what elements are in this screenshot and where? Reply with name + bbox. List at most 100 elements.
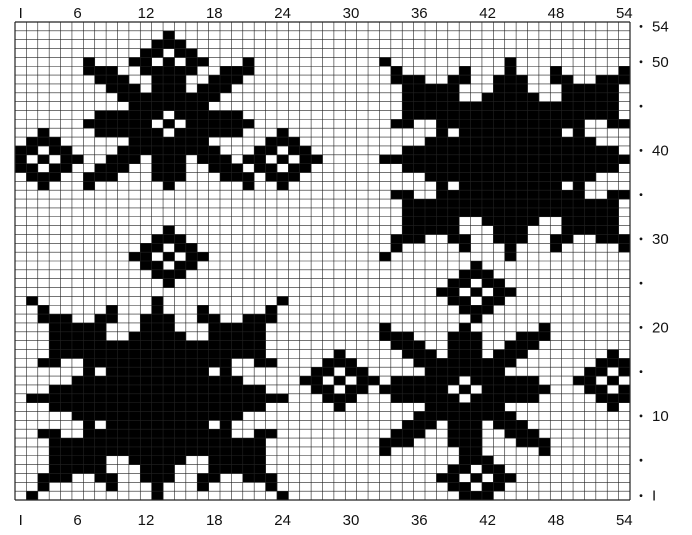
filled-stitch: [231, 403, 243, 412]
filled-stitch: [539, 199, 551, 208]
filled-stitch: [493, 234, 505, 243]
filled-stitch: [516, 119, 528, 128]
filled-stitch: [152, 473, 164, 482]
filled-stitch: [391, 155, 403, 164]
filled-stitch: [448, 199, 460, 208]
filled-stitch: [436, 93, 448, 102]
filled-stitch: [414, 217, 426, 226]
filled-stitch: [163, 119, 175, 128]
filled-stitch: [197, 341, 209, 350]
filled-stitch: [38, 394, 50, 403]
filled-stitch: [174, 49, 186, 58]
filled-stitch: [471, 270, 483, 279]
filled-stitch: [596, 367, 608, 376]
filled-stitch: [174, 376, 186, 385]
filled-stitch: [414, 146, 426, 155]
filled-stitch: [118, 164, 130, 173]
filled-stitch: [505, 376, 517, 385]
filled-stitch: [425, 358, 437, 367]
filled-stitch: [209, 164, 221, 173]
filled-stitch: [505, 199, 517, 208]
filled-stitch: [106, 367, 118, 376]
filled-stitch: [49, 403, 61, 412]
filled-stitch: [61, 323, 73, 332]
filled-stitch: [573, 102, 585, 111]
filled-stitch: [266, 429, 278, 438]
filled-stitch: [140, 146, 152, 155]
filled-stitch: [15, 164, 27, 173]
filled-stitch: [220, 75, 232, 84]
filled-stitch: [505, 57, 517, 66]
filled-stitch: [493, 296, 505, 305]
filled-stitch: [106, 128, 118, 137]
filled-stitch: [562, 217, 574, 226]
filled-stitch: [539, 119, 551, 128]
filled-stitch: [619, 190, 631, 199]
filled-stitch: [174, 429, 186, 438]
filled-stitch: [619, 385, 631, 394]
filled-stitch: [152, 155, 164, 164]
filled-stitch: [323, 394, 335, 403]
filled-stitch: [243, 341, 255, 350]
filled-stitch: [220, 155, 232, 164]
filled-stitch: [516, 332, 528, 341]
filled-stitch: [174, 40, 186, 49]
filled-stitch: [118, 128, 130, 137]
filled-stitch: [95, 119, 107, 128]
filled-stitch: [49, 385, 61, 394]
filled-stitch: [140, 465, 152, 474]
filled-stitch: [414, 358, 426, 367]
filled-stitch: [505, 252, 517, 261]
filled-stitch: [448, 411, 460, 420]
filled-stitch: [414, 84, 426, 93]
filled-stitch: [459, 208, 471, 217]
filled-stitch: [562, 119, 574, 128]
filled-stitch: [596, 217, 608, 226]
filled-stitch: [584, 199, 596, 208]
filled-stitch: [379, 57, 391, 66]
filled-stitch: [550, 172, 562, 181]
filled-stitch: [448, 137, 460, 146]
filled-stitch: [482, 482, 494, 491]
filled-stitch: [186, 93, 198, 102]
filled-stitch: [334, 376, 346, 385]
filled-stitch: [174, 385, 186, 394]
filled-stitch: [584, 164, 596, 173]
filled-stitch: [209, 128, 221, 137]
filled-stitch: [402, 376, 414, 385]
filled-stitch: [493, 146, 505, 155]
filled-stitch: [106, 473, 118, 482]
filled-stitch: [152, 84, 164, 93]
filled-stitch: [539, 208, 551, 217]
filled-stitch: [186, 57, 198, 66]
filled-stitch: [163, 438, 175, 447]
filled-stitch: [288, 164, 300, 173]
filled-stitch: [163, 403, 175, 412]
filled-stitch: [596, 394, 608, 403]
filled-stitch: [118, 93, 130, 102]
filled-stitch: [493, 111, 505, 120]
filled-stitch: [61, 350, 73, 359]
filled-stitch: [186, 358, 198, 367]
filled-stitch: [391, 66, 403, 75]
row-dot: [640, 326, 643, 329]
filled-stitch: [459, 456, 471, 465]
filled-stitch: [562, 234, 574, 243]
filled-stitch: [152, 146, 164, 155]
filled-stitch: [516, 420, 528, 429]
filled-stitch: [471, 146, 483, 155]
filled-stitch: [619, 119, 631, 128]
filled-stitch: [106, 172, 118, 181]
filled-stitch: [186, 376, 198, 385]
filled-stitch: [197, 411, 209, 420]
filled-stitch: [163, 75, 175, 84]
filled-stitch: [152, 102, 164, 111]
filled-stitch: [414, 420, 426, 429]
filled-stitch: [493, 208, 505, 217]
filled-stitch: [49, 465, 61, 474]
filled-stitch: [26, 164, 38, 173]
filled-stitch: [163, 93, 175, 102]
filled-stitch: [482, 465, 494, 474]
filled-stitch: [459, 155, 471, 164]
filled-stitch: [209, 111, 221, 120]
